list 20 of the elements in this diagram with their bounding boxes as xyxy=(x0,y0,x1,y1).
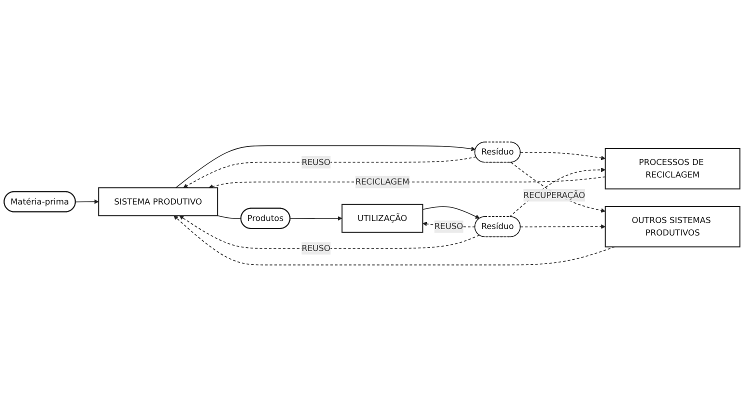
node-box: SISTEMA PRODUTIVO xyxy=(98,187,218,216)
node-box: OUTROS SISTEMAS PRODUTIVOS xyxy=(604,206,740,248)
arrow xyxy=(175,145,476,188)
arrow xyxy=(510,162,606,213)
edge-label: RECUPERAÇÃO xyxy=(523,190,586,200)
arrow xyxy=(290,216,342,221)
edge-label: REUSO xyxy=(302,243,330,254)
arrow xyxy=(520,224,606,229)
node-box: UTILIZAÇÃO xyxy=(342,204,424,233)
edge-label: REUSO xyxy=(302,157,330,167)
edge-label: RECICLAGEM xyxy=(355,176,410,187)
arrow xyxy=(179,215,480,249)
arrow xyxy=(422,206,480,219)
arrow xyxy=(75,199,99,204)
arrow xyxy=(183,156,476,188)
node-box: PROCESSOS DE RECICLAGEM xyxy=(604,148,740,190)
arrow xyxy=(520,152,606,160)
edge-label: REUSO xyxy=(434,221,464,232)
arrow xyxy=(509,168,606,218)
connector xyxy=(217,215,242,220)
